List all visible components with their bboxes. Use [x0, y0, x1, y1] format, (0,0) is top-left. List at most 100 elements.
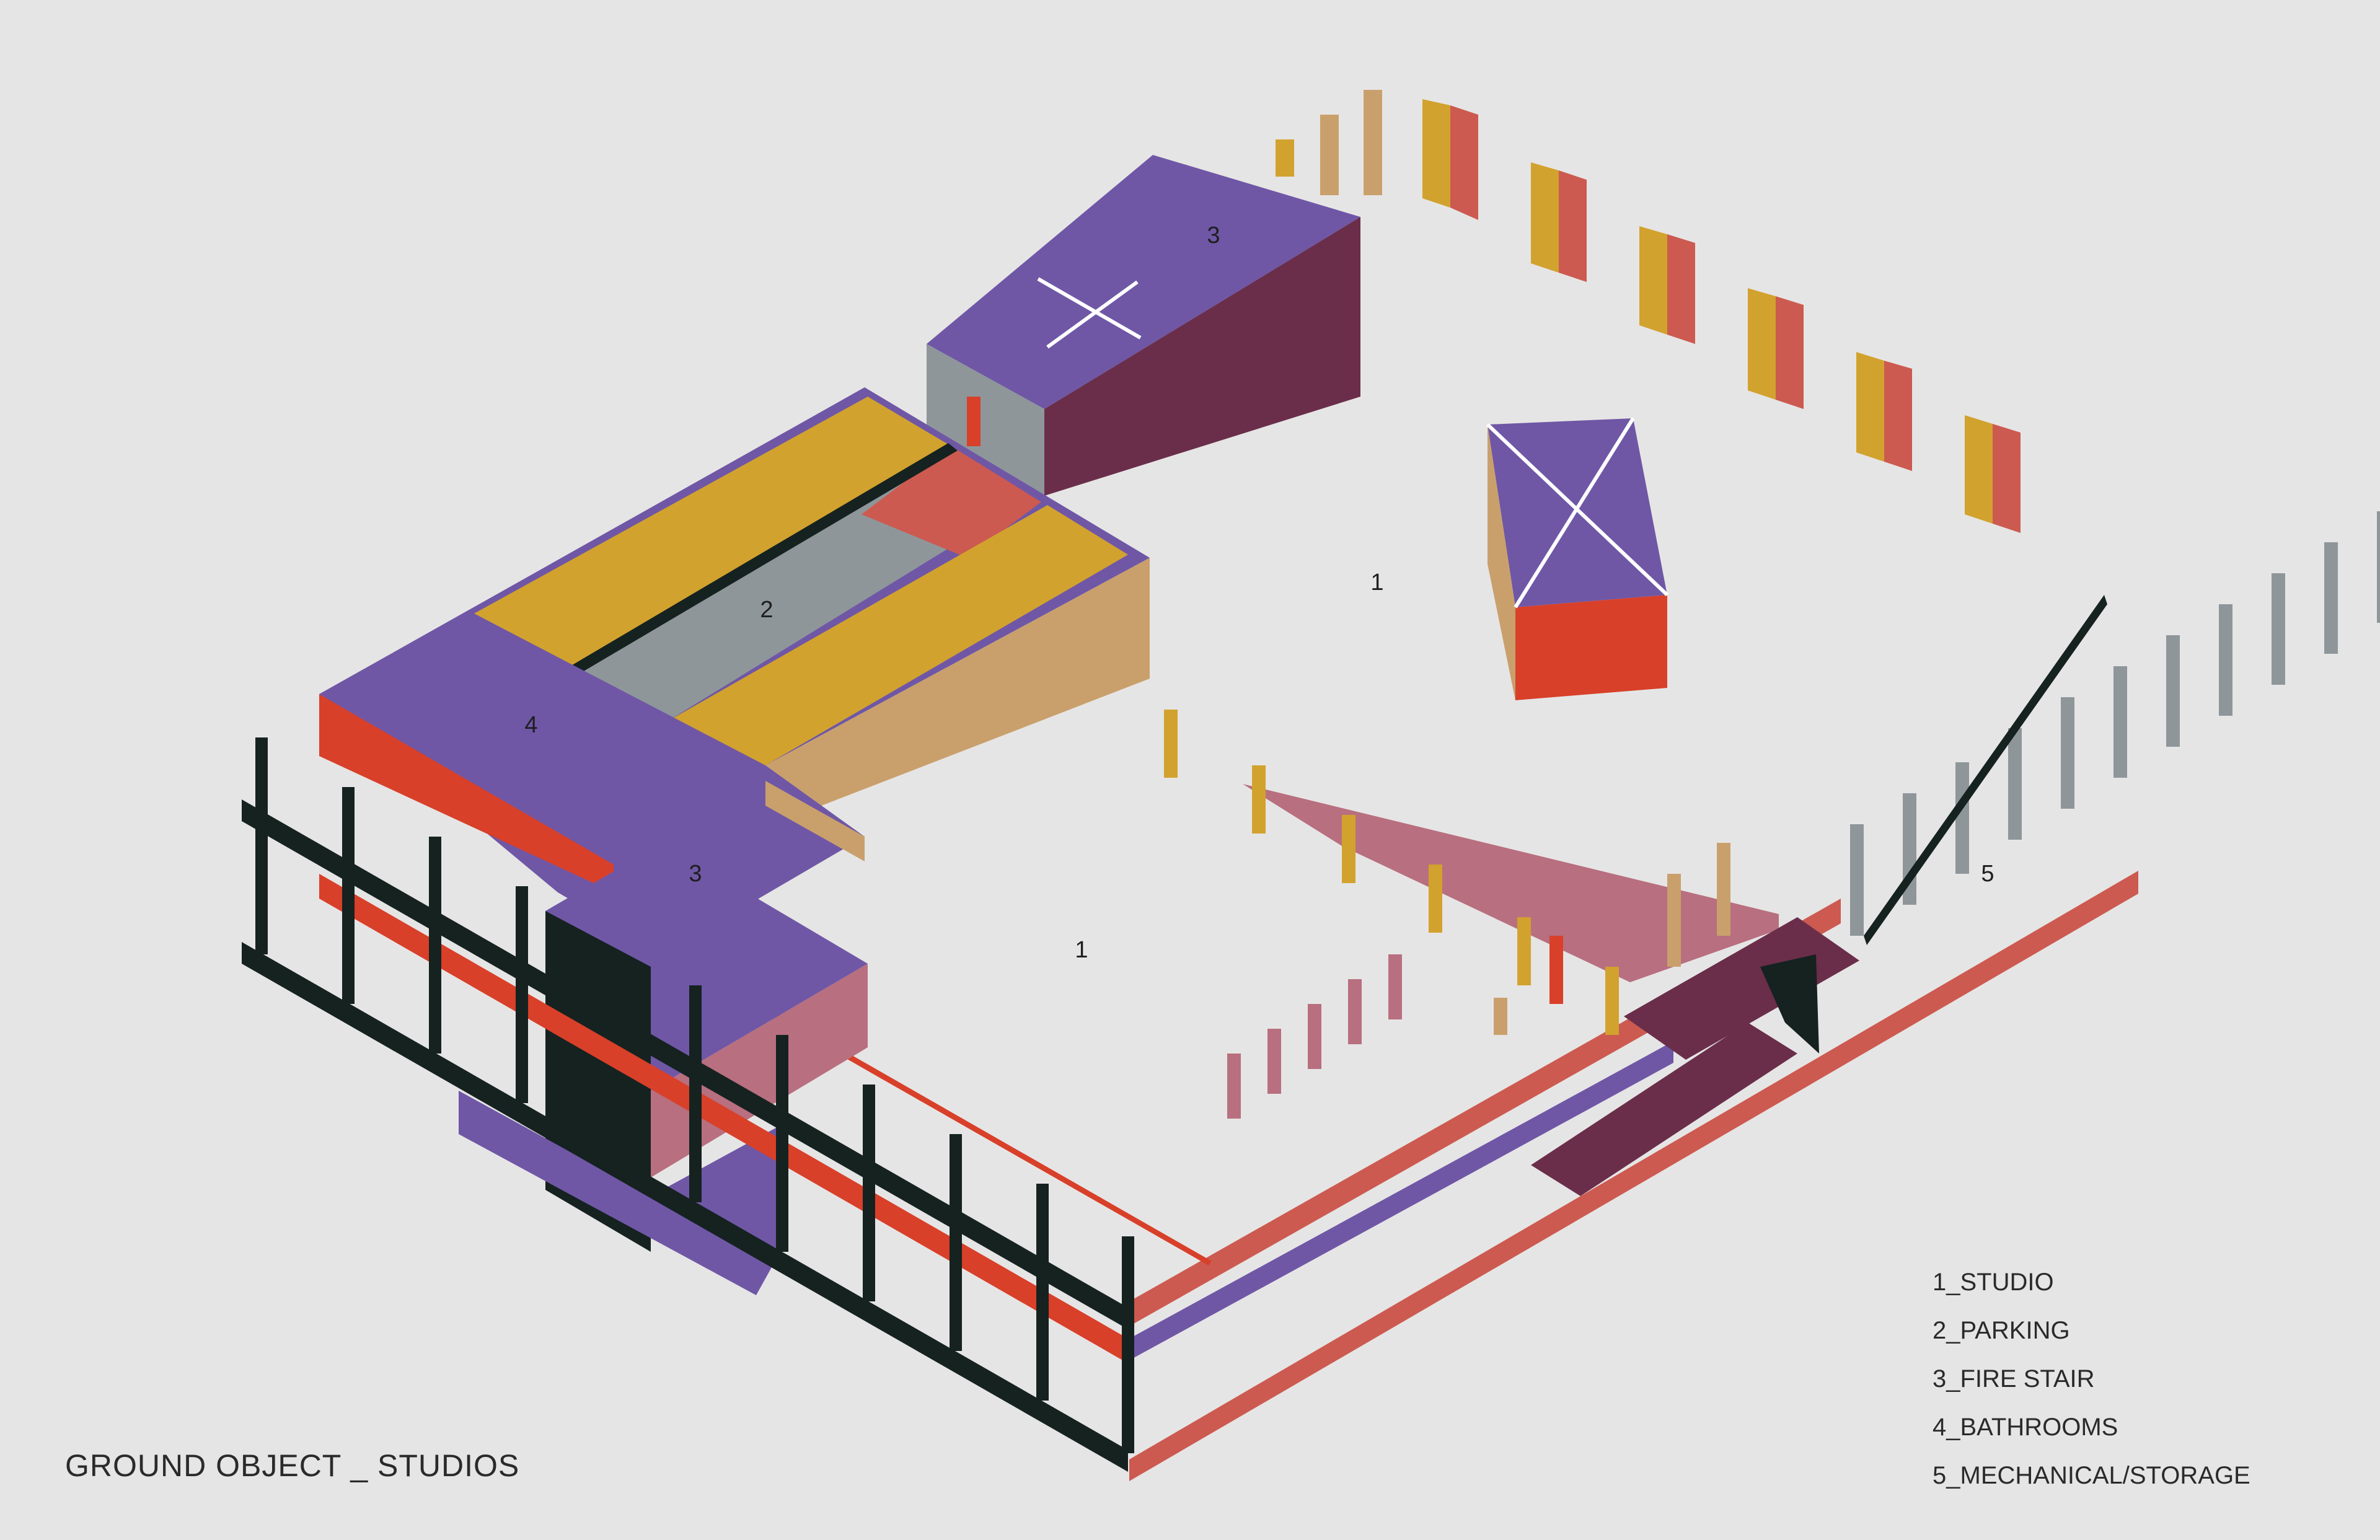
parking-side-tan — [765, 558, 1150, 827]
fin — [1320, 115, 1339, 195]
post — [2324, 542, 2338, 654]
post — [2113, 666, 2127, 778]
fin — [1965, 415, 1993, 524]
column — [1429, 865, 1442, 933]
central-cross-b — [1514, 417, 1635, 609]
bathroom-roof — [319, 614, 865, 954]
column — [1517, 917, 1531, 985]
rail-post — [1036, 1184, 1049, 1401]
rail-post — [429, 837, 441, 1054]
central-block-roof — [1488, 418, 1667, 607]
parking-block — [319, 387, 1150, 954]
rail-top — [242, 799, 1128, 1329]
column — [1667, 874, 1681, 967]
post-shadow-line — [1864, 595, 2107, 945]
stair-landing-dark — [1760, 954, 1819, 1054]
parking-red-patch — [862, 446, 1041, 558]
floor-edge-right — [1129, 871, 2138, 1481]
post — [2219, 604, 2232, 716]
fin — [1276, 139, 1294, 177]
column — [1342, 815, 1355, 883]
rail-post — [255, 737, 268, 954]
fin — [1531, 162, 1559, 273]
central-block-front — [1515, 595, 1667, 700]
rail-post — [776, 1035, 788, 1252]
central-block — [1486, 417, 1669, 700]
column — [1227, 1054, 1241, 1119]
central-block-side — [1488, 425, 1515, 700]
fin — [1667, 234, 1695, 344]
legend-item-studio: 1_STUDIO — [1933, 1269, 2054, 1296]
fin — [1559, 170, 1587, 282]
legend-item-bathrooms: 4_BATHROOMS — [1933, 1414, 2118, 1441]
post — [2272, 573, 2285, 685]
stair-block-front — [927, 344, 1044, 496]
fin — [1422, 99, 1450, 208]
parking-gold-right — [666, 505, 1128, 765]
fin — [1748, 288, 1776, 400]
legend: 1_STUDIO 2_PARKING 3_FIRE STAIR 4_BATHRO… — [1933, 1258, 2250, 1500]
column — [1252, 765, 1266, 834]
back-wall-fins — [1276, 90, 2021, 533]
column — [1164, 710, 1178, 778]
stair-block-roof — [927, 155, 1360, 409]
lower-stair — [1531, 1023, 1797, 1196]
column — [1267, 1029, 1281, 1094]
roof-cross-b — [1046, 280, 1139, 349]
zone-label-mechanical: 5 — [1981, 861, 1994, 887]
column — [1388, 954, 1402, 1019]
post — [2377, 511, 2380, 623]
legend-item-fire-stair: 3_FIRE STAIR — [1933, 1365, 2095, 1393]
parking-gold-left — [474, 397, 951, 669]
rail-post — [516, 886, 528, 1103]
bathroom-red-face — [319, 694, 614, 892]
stair-flights — [1531, 917, 1859, 1196]
rail-post — [950, 1134, 962, 1351]
column — [1308, 1004, 1321, 1069]
column — [1348, 979, 1362, 1044]
column — [1717, 843, 1730, 936]
fin — [1364, 90, 1382, 195]
legend-item-mechanical: 5_MECHANICAL/STORAGE — [1933, 1462, 2250, 1489]
post — [2008, 728, 2022, 840]
front-stair-side — [651, 964, 868, 1177]
rail-post — [689, 985, 702, 1202]
rail-post — [863, 1085, 875, 1301]
floor-edge-purple — [1129, 1041, 1673, 1360]
ground-edges — [716, 871, 2138, 1481]
fin — [1639, 226, 1667, 335]
fin — [1884, 361, 1912, 471]
column — [1549, 936, 1563, 1004]
pink-plane — [1243, 784, 1779, 982]
fin — [1450, 105, 1478, 220]
post — [1850, 824, 1864, 936]
column — [1605, 967, 1619, 1035]
zone-label-studio-lower: 1 — [1075, 937, 1088, 963]
zone-label-fire-stair-back: 3 — [1207, 222, 1220, 249]
zone-label-parking: 2 — [760, 597, 773, 623]
right-wall-posts — [1850, 511, 2380, 945]
studio-columns — [1164, 710, 1779, 1119]
rail-post — [342, 787, 355, 1004]
column — [1494, 998, 1507, 1035]
rail-post — [1122, 1236, 1134, 1453]
zone-label-bathrooms: 4 — [524, 712, 537, 738]
zone-label-studio-upper: 1 — [1370, 570, 1383, 596]
post — [1955, 762, 1969, 874]
zone-label-fire-stair-front: 3 — [689, 861, 702, 887]
tan-ramp — [765, 781, 865, 861]
stair-post — [967, 397, 981, 446]
diagram-caption: GROUND OBJECT _ STUDIOS — [65, 1448, 520, 1483]
rail-bottom — [242, 942, 1128, 1472]
post — [2061, 697, 2074, 809]
roof-cross-a — [1037, 277, 1142, 340]
stair-block-side — [1044, 217, 1360, 496]
post — [2166, 635, 2180, 747]
legend-item-parking: 2_PARKING — [1933, 1317, 2070, 1344]
upper-stair — [1624, 917, 1859, 1060]
fin — [1856, 352, 1884, 462]
fin — [1776, 296, 1804, 409]
parking-black-beam — [570, 443, 958, 674]
black-railing — [242, 737, 1134, 1472]
